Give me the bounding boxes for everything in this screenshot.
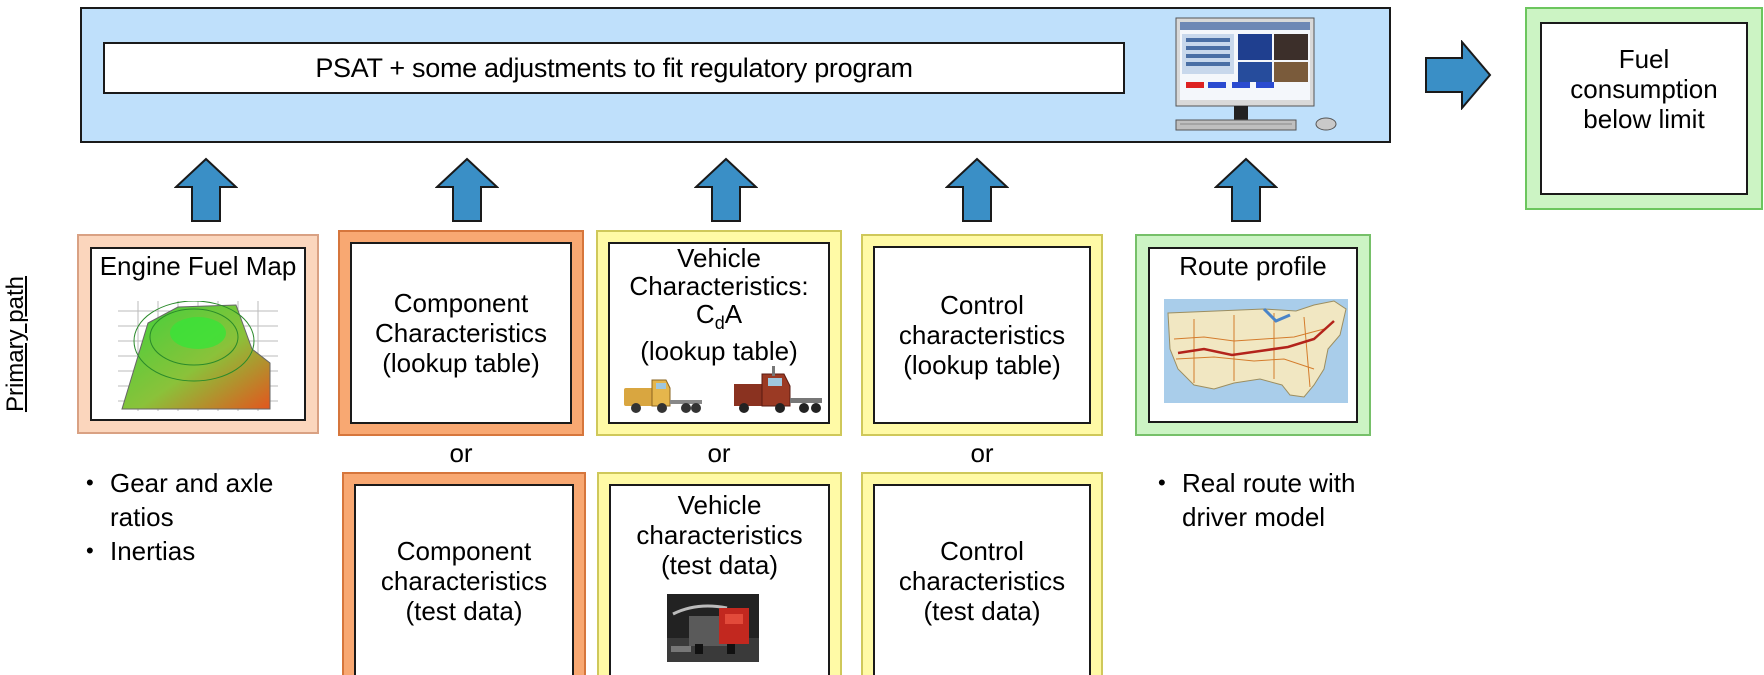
route-profile-panel: Route profile: [1148, 247, 1358, 423]
vehicle-test-line: (test data): [660, 550, 779, 580]
control-test-line: (test data): [923, 595, 1041, 626]
engine-fuel-map-panel: Engine Fuel Map: [90, 247, 306, 421]
up-arrow-icon: [1214, 157, 1278, 222]
control-test-line: characteristics: [898, 565, 1066, 596]
fuel-map-plot: [118, 301, 278, 411]
truck-icon: [624, 379, 702, 413]
component-test-panel: Component characteristics (test data): [354, 484, 574, 675]
engine-fuel-map-title: Engine Fuel Map: [99, 251, 297, 281]
component-lookup-panel: Component Characteristics (lookup table): [350, 242, 572, 424]
test-cell-photo: [667, 594, 759, 662]
up-arrow-icon: [174, 157, 238, 222]
vehicle-lookup-panel: Vehicle Characteristics: CdA (lookup tab…: [608, 242, 830, 424]
control-lookup-line: Control: [940, 290, 1024, 320]
vehicle-test-line: Vehicle: [677, 490, 762, 520]
vehicle-lookup-line: (lookup table): [640, 336, 798, 367]
vehicle-test-line: characteristics: [636, 520, 803, 550]
vehicle-lookup-line: Vehicle: [677, 243, 761, 273]
or-label: or: [970, 438, 994, 468]
component-lookup-line: (lookup table): [382, 348, 540, 378]
or-label: or: [449, 438, 473, 468]
note-item: Inertias: [86, 534, 322, 568]
primary-path-label: Primary path: [2, 275, 29, 413]
banner-label: PSAT + some adjustments to fit regulator…: [103, 42, 1125, 94]
up-arrow-icon: [435, 157, 499, 222]
control-test-line: Control: [940, 535, 1024, 566]
component-lookup-line: Component: [393, 288, 529, 318]
route-map: [1164, 299, 1348, 403]
control-lookup-line: characteristics: [898, 320, 1066, 350]
result-line: Fuel: [1618, 44, 1670, 74]
component-lookup-line: Characteristics: [375, 318, 547, 348]
result-line: below limit: [1583, 104, 1705, 134]
component-test-line: (test data): [405, 595, 523, 626]
vehicle-lookup-line: Characteristics:: [629, 271, 809, 301]
computer-illustration: [1175, 17, 1337, 131]
vehicle-test-panel: Vehicle characteristics (test data): [609, 484, 830, 675]
control-lookup-panel: Control characteristics (lookup table): [873, 246, 1091, 424]
control-lookup-line: (lookup table): [903, 350, 1061, 380]
component-test-line: Component: [396, 535, 532, 566]
result-line: consumption: [1570, 74, 1718, 104]
or-label: or: [707, 438, 731, 468]
route-profile-title: Route profile: [1179, 251, 1327, 281]
up-arrow-icon: [945, 157, 1009, 222]
truck-icon: [734, 366, 822, 413]
vehicle-formula: CdA: [695, 299, 743, 334]
component-test-line: characteristics: [380, 565, 548, 596]
up-arrow-icon: [694, 157, 758, 222]
right-arrow-icon: [1425, 40, 1492, 110]
control-test-panel: Control characteristics (test data): [873, 484, 1091, 675]
result-label: Fuel consumption below limit: [1540, 22, 1748, 195]
banner-label-text: PSAT + some adjustments to fit regulator…: [315, 52, 913, 83]
